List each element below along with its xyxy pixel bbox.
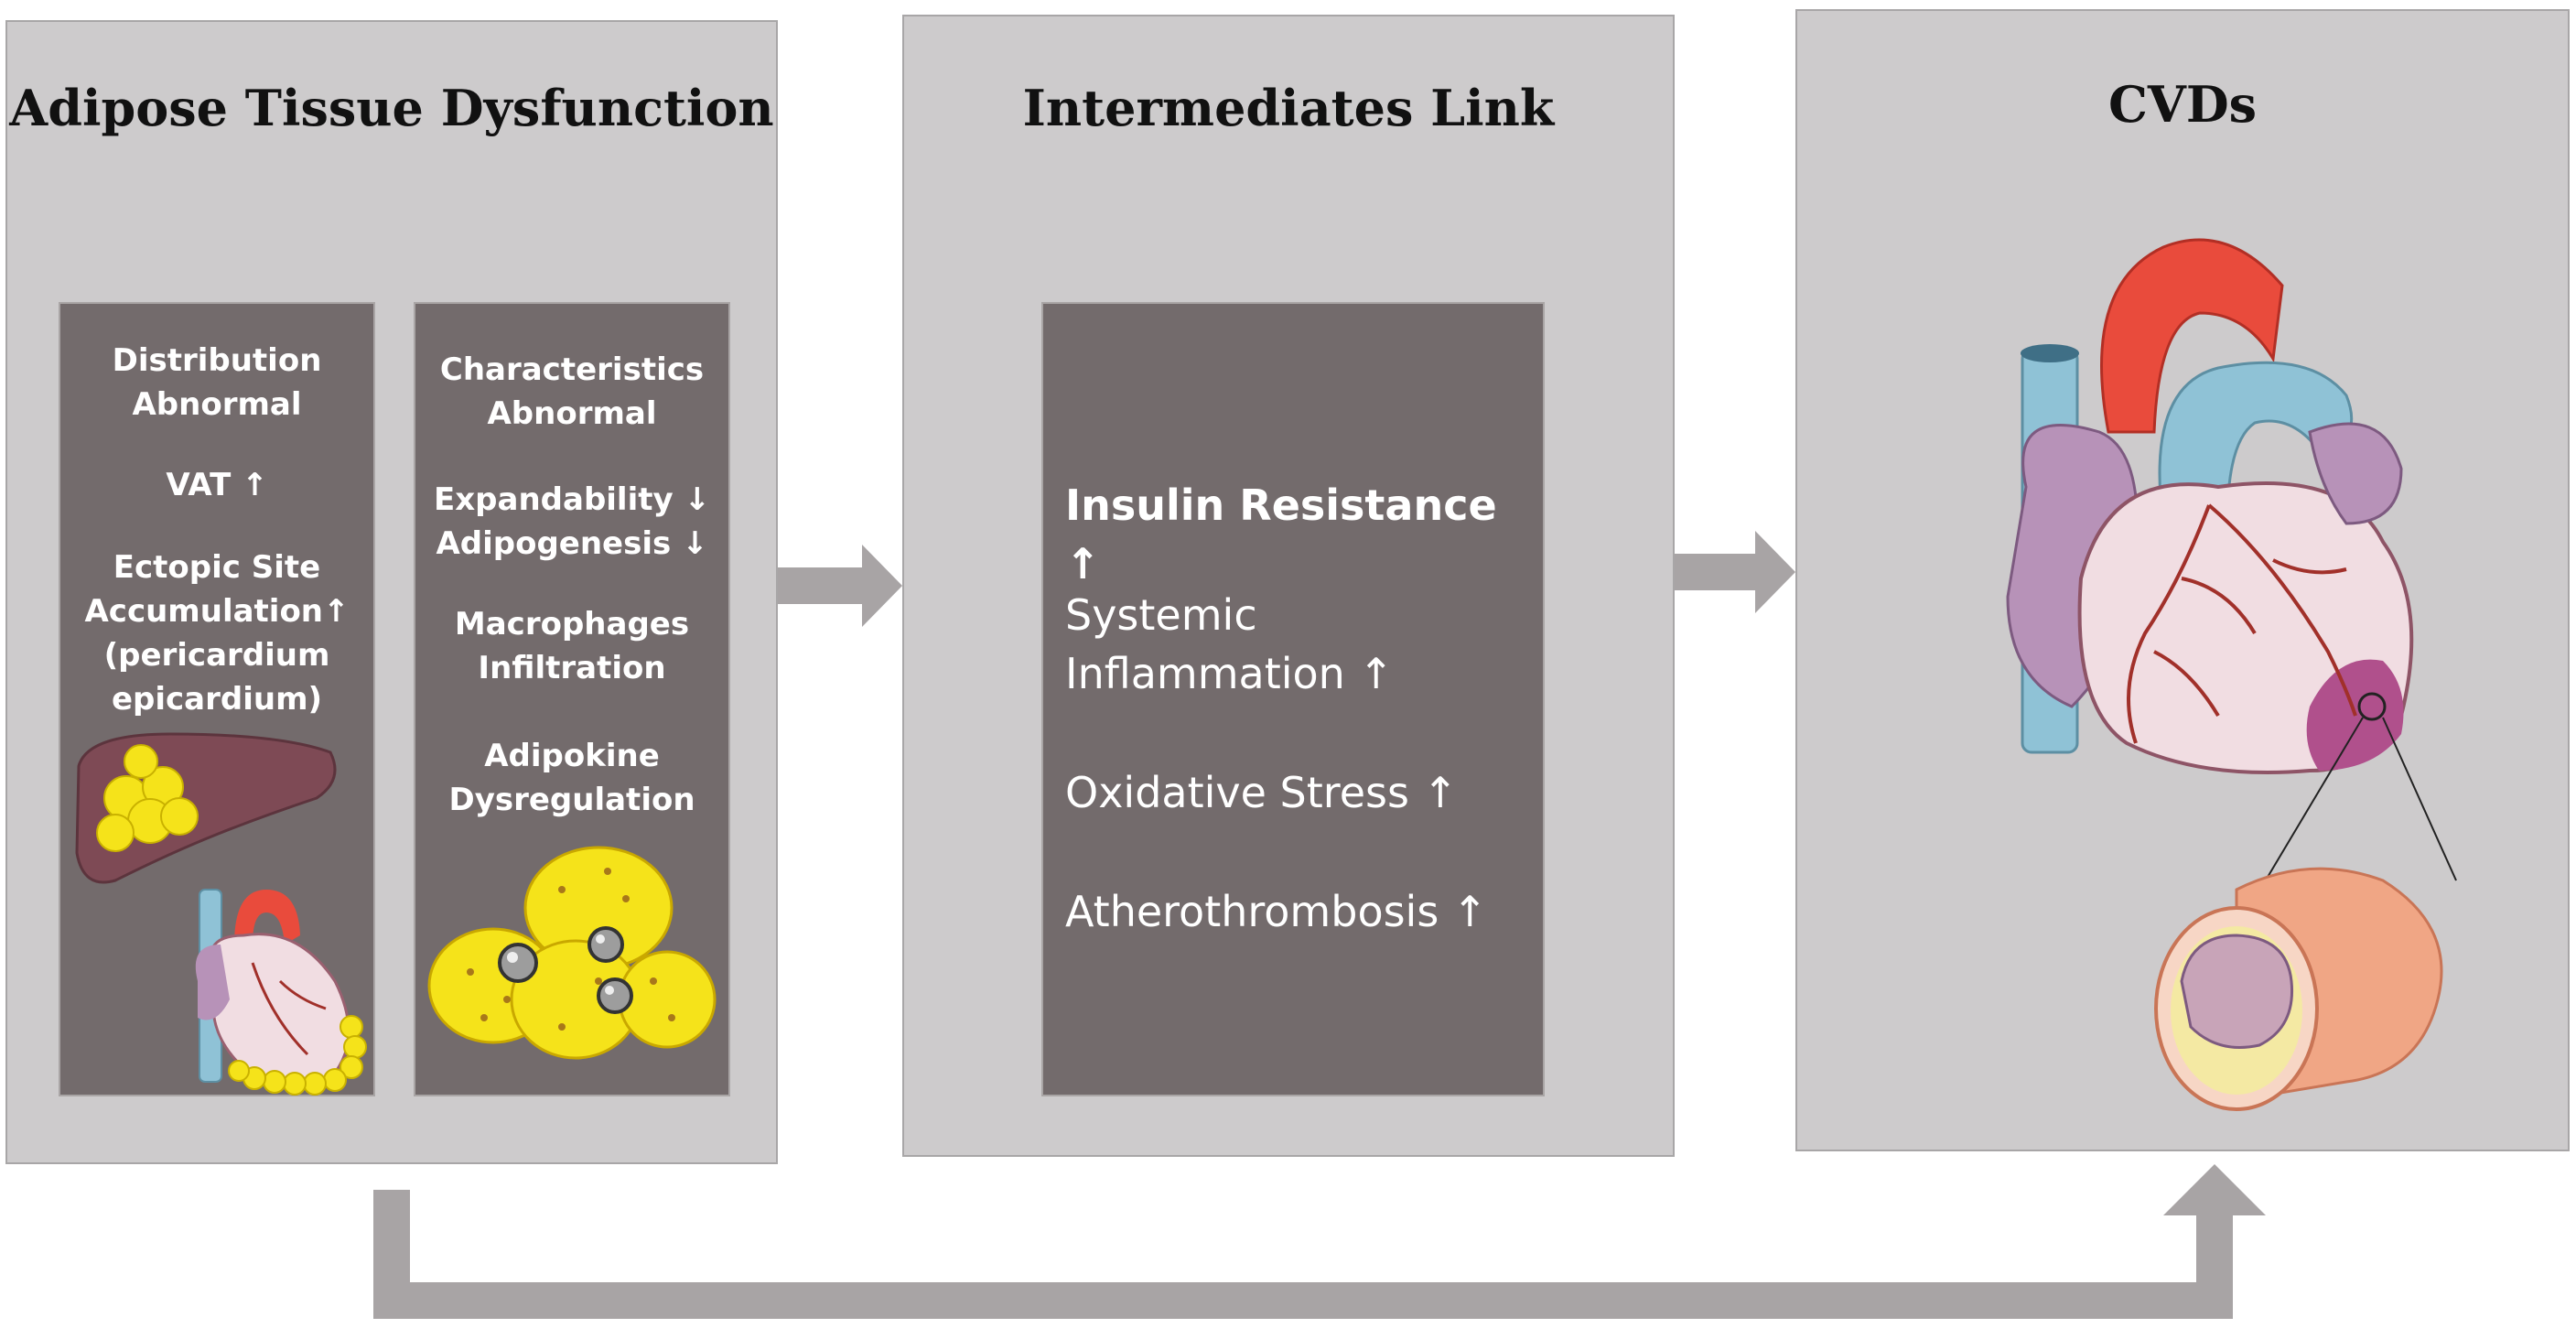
insulin-resistance-label: Insulin Resistance ↑: [1065, 480, 1497, 588]
distribution-heading-line2: Abnormal: [132, 386, 302, 423]
distribution-box: Distribution Abnormal VAT ↑ Ectopic Site…: [59, 302, 375, 1096]
zoom-marker: [2357, 692, 2387, 721]
cvds-panel-title: CVDs: [2107, 75, 2258, 134]
macrophages-line2: Infiltration: [478, 650, 666, 686]
adipocyte-cells: [427, 846, 717, 1060]
systemic-line2: Inflammation ↑: [1065, 649, 1394, 698]
arrow-intermediates-to-cvds: [1675, 531, 1795, 613]
vat-label: VAT ↑: [166, 467, 268, 503]
characteristics-heading-line1: Characteristics: [439, 351, 705, 388]
ectopic-line3: (pericardium: [103, 637, 330, 674]
expandability-label: Expandability ↓: [434, 481, 710, 518]
macrophages-line1: Macrophages: [454, 606, 690, 642]
intermediates-panel: Intermediates Link Insulin Resistance ↑ …: [902, 15, 1675, 1157]
coronary-arteries: [2127, 503, 2357, 744]
adipokine-line2: Dysregulation: [448, 782, 695, 818]
left-atrium: [2308, 422, 2403, 525]
adipocytes-illustration: [427, 846, 717, 1060]
adipose-panel-title: Adipose Tissue Dysfunction: [9, 79, 774, 137]
ectopic-line1: Ectopic Site: [113, 549, 321, 586]
cvds-panel: CVDs: [1795, 9, 2570, 1151]
plaque: [2180, 934, 2294, 1049]
arrow-adipose-to-intermediates: [778, 545, 902, 627]
atherothrombosis-label: Atherothrombosis ↑: [1065, 887, 1488, 936]
small-heart-atrium: [195, 945, 230, 1020]
liver-fat-cluster: [96, 744, 199, 852]
intermediates-panel-title: Intermediates Link: [1022, 79, 1555, 137]
aorta: [2100, 238, 2284, 434]
ectopic-line2: Accumulation↑: [84, 593, 350, 630]
pulmonary-artery: [2158, 361, 2354, 525]
epicardial-fat-beads: [228, 1015, 367, 1096]
characteristics-box: Characteristics Abnormal Expandability ↓…: [414, 302, 730, 1096]
small-aorta: [234, 890, 300, 945]
adipokine-line1: Adipokine: [484, 738, 660, 774]
arrow-adipose-to-cvds: [373, 1164, 2266, 1319]
small-coronary: [251, 962, 327, 1056]
oxidative-stress-label: Oxidative Stress ↑: [1065, 768, 1459, 817]
heart-illustration: [2006, 238, 2457, 1111]
distribution-heading-line1: Distribution: [112, 342, 322, 379]
characteristics-heading-line2: Abnormal: [487, 395, 657, 432]
adipose-panel: Adipose Tissue Dysfunction Distribution …: [5, 20, 778, 1164]
ectopic-line4: epicardium): [111, 681, 323, 718]
adipogenesis-label: Adipogenesis ↓: [436, 525, 708, 562]
systemic-line1: Systemic: [1065, 590, 1257, 640]
intermediates-box: Insulin Resistance ↑ Systemic Inflammati…: [1041, 302, 1545, 1096]
liver-heart-illustration: [75, 732, 367, 1096]
